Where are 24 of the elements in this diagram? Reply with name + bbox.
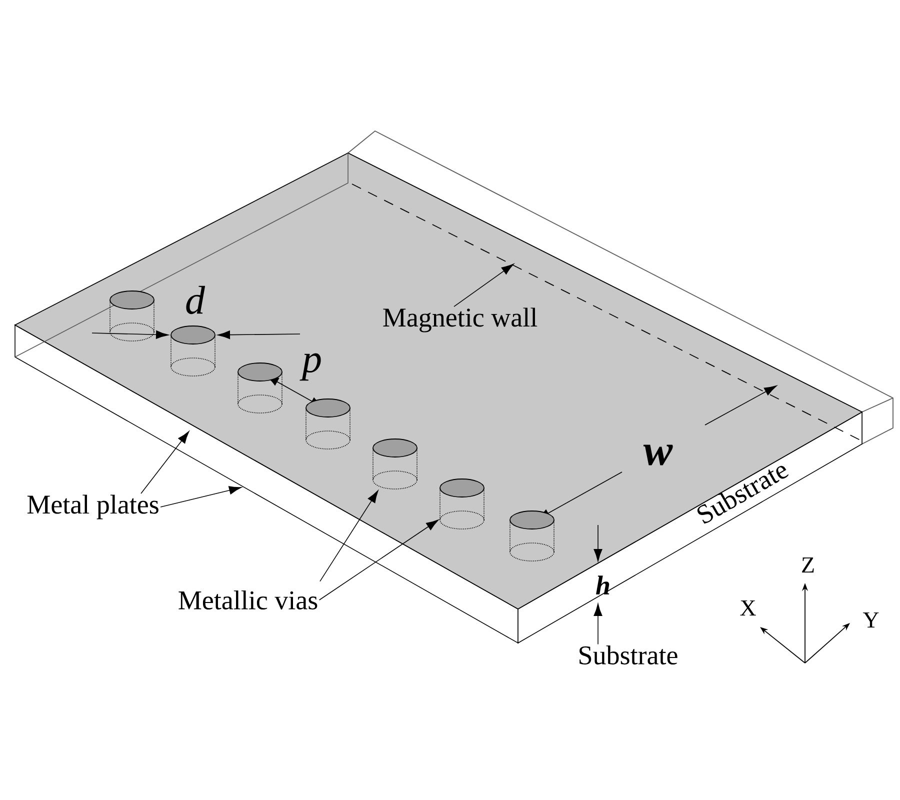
- dimension-label: w: [643, 444, 673, 466]
- callout-text: Substrate: [580, 646, 678, 664]
- callout-text: Metallic vias: [178, 590, 318, 610]
- via-cylinder: [238, 362, 282, 414]
- leader-arrow: [140, 431, 190, 494]
- dimension-label: d: [186, 286, 206, 314]
- via-cylinder: [170, 326, 216, 376]
- leader-arrow: [160, 486, 242, 508]
- axis-label: Z: [802, 557, 814, 573]
- dimension-label: h: [596, 576, 610, 594]
- callout-text: Magnetic wall: [383, 308, 538, 332]
- callout-text: Metal plates: [27, 494, 158, 520]
- leader-arrow: [318, 520, 439, 600]
- via-cylinder: [440, 478, 484, 530]
- leader-arrow: [320, 490, 378, 582]
- via-cylinder: [110, 290, 154, 342]
- via-cylinder: [510, 510, 554, 562]
- via-cylinder: [372, 438, 418, 490]
- leader-arrow: [454, 264, 514, 307]
- dimension-label: p: [300, 353, 321, 381]
- axis-label: Y: [862, 612, 879, 628]
- via-cylinder: [306, 398, 350, 450]
- axis-label: X: [740, 600, 756, 616]
- leader-arrow: [594, 604, 602, 645]
